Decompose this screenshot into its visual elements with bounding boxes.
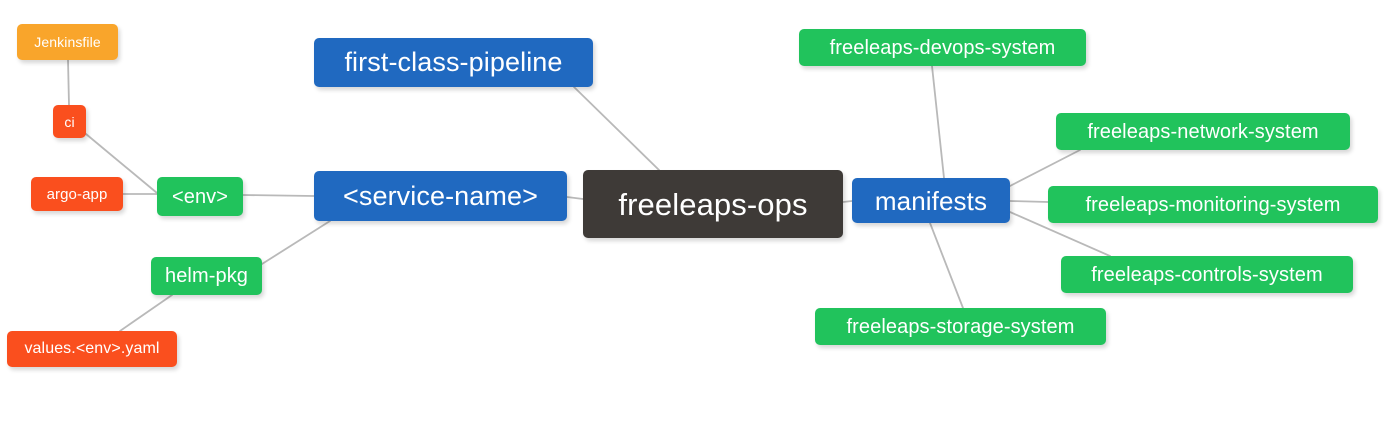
node-first-class-pipeline[interactable]: first-class-pipeline (314, 38, 593, 87)
node-freeleaps-ops[interactable]: freeleaps-ops (583, 170, 843, 238)
node-values-yaml[interactable]: values.<env>.yaml (7, 331, 177, 367)
node-service-name[interactable]: <service-name> (314, 171, 567, 221)
edge-manifests-to-freeleaps-devops-system (931, 65, 945, 179)
edge-first-class-pipeline-to-freeleaps-ops (573, 86, 660, 171)
edge-jenkinsfile-to-ci (67, 59, 70, 106)
node-freeleaps-storage-system[interactable]: freeleaps-storage-system (815, 308, 1106, 345)
edge-service-name-to-helm-pkg (261, 220, 331, 265)
edge-helm-pkg-to-values-yaml (119, 294, 173, 332)
node-freeleaps-devops-system[interactable]: freeleaps-devops-system (799, 29, 1086, 66)
node-helm-pkg[interactable]: helm-pkg (151, 257, 262, 295)
edge-manifests-to-freeleaps-network-system (1009, 149, 1081, 187)
edge-env-to-service-name (242, 194, 315, 197)
node-jenkinsfile[interactable]: Jenkinsfile (17, 24, 118, 60)
edge-manifests-to-freeleaps-monitoring-system (1009, 200, 1049, 203)
edge-manifests-to-freeleaps-controls-system (1009, 211, 1111, 257)
node-env[interactable]: <env> (157, 177, 243, 216)
edge-freeleaps-ops-to-manifests (842, 200, 853, 203)
node-freeleaps-controls-system[interactable]: freeleaps-controls-system (1061, 256, 1353, 293)
edge-ci-to-env (85, 133, 158, 194)
node-argo-app[interactable]: argo-app (31, 177, 123, 211)
node-manifests[interactable]: manifests (852, 178, 1010, 223)
node-freeleaps-monitoring-system[interactable]: freeleaps-monitoring-system (1048, 186, 1378, 223)
edge-service-name-to-freeleaps-ops (566, 196, 584, 200)
node-ci[interactable]: ci (53, 105, 86, 138)
node-freeleaps-network-system[interactable]: freeleaps-network-system (1056, 113, 1350, 150)
edge-manifests-to-freeleaps-storage-system (929, 222, 964, 309)
